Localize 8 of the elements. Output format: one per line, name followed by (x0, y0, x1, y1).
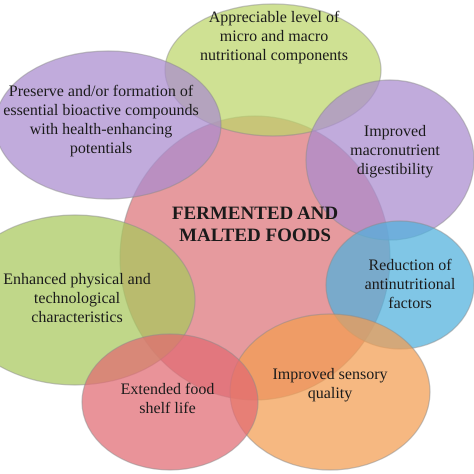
benefit-label: Extended food shelf life (120, 380, 216, 418)
benefit-label: Enhanced physical and technological characteristics (2, 270, 152, 327)
benefit-label: Improved macronutrient digestibility (349, 122, 441, 179)
center-title: FERMENTED AND MALTED FOODS (170, 203, 340, 247)
benefit-label: Preserve and/or formation of essential bioactive compounds with health-enhancing potentials (2, 82, 200, 158)
benefit-label: Reduction of antinutritional factors (364, 256, 456, 313)
benefit-label: Appreciable level of micro and macro nutritional components (199, 8, 349, 65)
benefit-label: Improved sensory quality (271, 365, 389, 403)
